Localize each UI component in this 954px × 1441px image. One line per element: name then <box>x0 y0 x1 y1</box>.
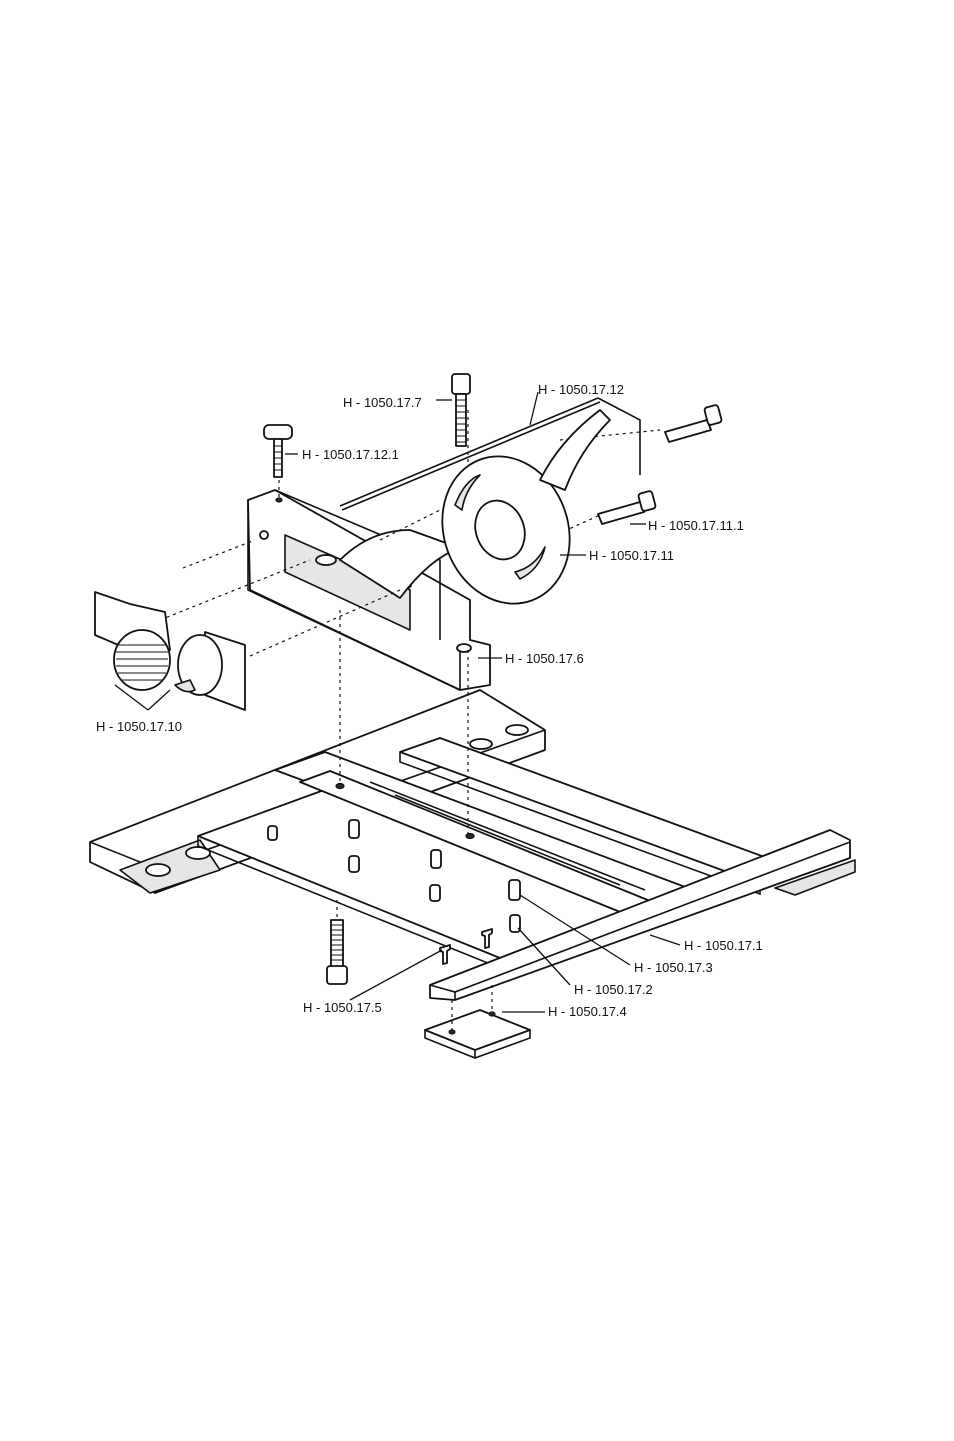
bolt-17-5 <box>327 900 347 984</box>
label-17-10: H - 1050.17.10 <box>96 719 182 734</box>
label-17-7: H - 1050.17.7 <box>343 395 422 410</box>
label-17-2: H - 1050.17.2 <box>574 982 653 997</box>
label-17-1: H - 1050.17.1 <box>684 938 763 953</box>
label-17-12: H - 1050.17.12 <box>538 382 624 397</box>
bolt-17-7 <box>452 374 470 446</box>
label-17-3: H - 1050.17.3 <box>634 960 713 975</box>
label-17-12-1: H - 1050.17.12.1 <box>302 447 399 462</box>
label-17-6: H - 1050.17.6 <box>505 651 584 666</box>
thumb-screw-17-12-1 <box>264 425 292 477</box>
base-frame <box>90 690 855 1000</box>
label-17-4: H - 1050.17.4 <box>548 1004 627 1019</box>
label-17-11: H - 1050.17.11 <box>589 548 674 563</box>
label-17-5: H - 1050.17.5 <box>303 1000 382 1015</box>
shoulder-screws-17-11-1 <box>598 404 722 524</box>
threaded-clamps-17-10 <box>95 592 245 710</box>
pin-17-3 <box>509 880 520 900</box>
label-17-11-1: H - 1050.17.11.1 <box>648 518 744 533</box>
